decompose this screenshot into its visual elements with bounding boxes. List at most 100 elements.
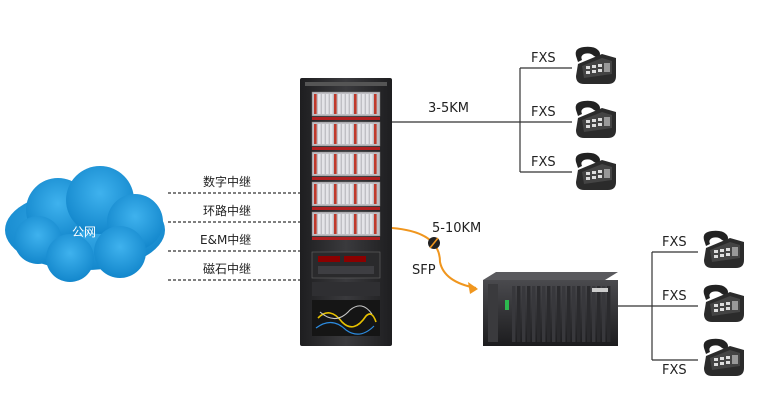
rack-card	[326, 124, 329, 144]
rack-card	[334, 184, 337, 204]
chassis-slot	[552, 286, 556, 342]
bottom-phone-icon-2	[703, 284, 744, 322]
trunk-labels: 数字中继 环路中继 E&M中继 磁石中继	[200, 174, 251, 276]
rack-shelf-band	[312, 207, 380, 210]
remote-chassis	[483, 272, 618, 346]
bottom-phone-group: FXS FXS FXS	[662, 230, 744, 378]
chassis-slot	[582, 286, 586, 342]
chassis-slot	[567, 286, 571, 342]
rack-shelf-band	[312, 147, 380, 150]
rack-card	[354, 94, 357, 114]
rack-card	[326, 214, 329, 234]
trunk-label-em: E&M中继	[200, 232, 251, 247]
top-phone-icon-2	[575, 100, 616, 138]
chassis-slot	[527, 286, 531, 342]
rack-card	[358, 214, 361, 234]
chassis-slot	[522, 286, 526, 342]
rack-card	[370, 214, 373, 234]
rack-card	[322, 154, 325, 174]
fiber-link	[391, 227, 478, 294]
rack-card	[318, 214, 321, 234]
chassis-slot	[572, 286, 576, 342]
rack-card	[366, 214, 369, 234]
rack-card	[374, 214, 377, 234]
rack-card	[346, 154, 349, 174]
rack-card	[342, 94, 345, 114]
rack-card	[334, 214, 337, 234]
rack-card	[322, 214, 325, 234]
trunk-label-magneto: 磁石中继	[203, 261, 251, 276]
rack-card	[334, 94, 337, 114]
rack-card	[366, 154, 369, 174]
rack-card	[330, 124, 333, 144]
near-distance-label: 3-5KM	[428, 101, 469, 116]
public-network-cloud: 公网	[5, 166, 165, 282]
rack-card	[366, 124, 369, 144]
far-distance-label: 5-10KM	[432, 221, 481, 236]
rack-card	[370, 124, 373, 144]
rack-card	[362, 94, 365, 114]
rack-card	[362, 154, 365, 174]
rack-card	[338, 124, 341, 144]
rack-card	[330, 214, 333, 234]
rack-card	[318, 154, 321, 174]
rack-card	[342, 214, 345, 234]
rack-card	[346, 184, 349, 204]
rack-card	[366, 184, 369, 204]
rack-card	[346, 124, 349, 144]
rack-card	[338, 184, 341, 204]
rack-card	[346, 214, 349, 234]
rack-card	[362, 184, 365, 204]
rack-card	[354, 184, 357, 204]
rack-card	[346, 94, 349, 114]
rack-card	[326, 94, 329, 114]
rack-card	[374, 124, 377, 144]
rack-card	[318, 184, 321, 204]
near-link	[392, 67, 572, 173]
rack-card	[370, 154, 373, 174]
rack-card	[354, 124, 357, 144]
rack-card	[322, 94, 325, 114]
rack-card	[326, 154, 329, 174]
rack-card	[354, 154, 357, 174]
trunk-label-digital: 数字中继	[203, 174, 251, 189]
rack-card	[330, 94, 333, 114]
top-fxs-label-1: FXS	[531, 51, 556, 66]
rack-card	[322, 124, 325, 144]
chassis-slot	[537, 286, 541, 342]
bottom-fxs-label-3: FXS	[662, 363, 687, 378]
top-phone-group: FXS FXS FXS	[531, 46, 616, 190]
chassis-slot	[592, 286, 596, 342]
chassis-slot	[542, 286, 546, 342]
rack-card	[318, 124, 321, 144]
rack-card	[366, 94, 369, 114]
rack-card	[314, 214, 317, 234]
chassis-slot	[577, 286, 581, 342]
rack-card	[354, 214, 357, 234]
rack-card	[358, 124, 361, 144]
chassis-slot	[587, 286, 591, 342]
main-rack-cabinet	[300, 78, 392, 346]
chassis-slot	[602, 286, 606, 342]
rack-card	[314, 124, 317, 144]
top-phone-icon-3	[575, 152, 616, 190]
rack-card	[314, 184, 317, 204]
chassis-slot	[607, 286, 611, 342]
rack-card	[322, 184, 325, 204]
rack-card	[362, 214, 365, 234]
rack-card	[374, 94, 377, 114]
rack-shelf-band	[312, 177, 380, 180]
rack-card	[314, 154, 317, 174]
rack-card	[350, 184, 353, 204]
rack-card	[342, 184, 345, 204]
bottom-phone-icon-3	[703, 338, 744, 376]
rack-card	[334, 154, 337, 174]
rack-card	[330, 154, 333, 174]
trunk-label-loop: 环路中继	[203, 203, 251, 218]
trunk-lines	[168, 192, 300, 281]
rack-card	[338, 94, 341, 114]
rack-card	[338, 154, 341, 174]
remote-link	[618, 251, 698, 361]
